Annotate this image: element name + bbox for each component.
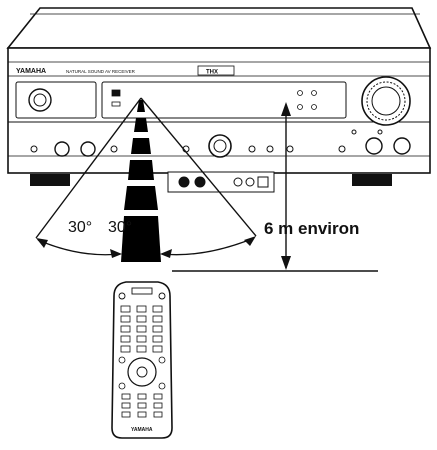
distance-label: 6 m environ [264, 219, 360, 238]
power-button [28, 88, 52, 112]
ir-beam [35, 97, 257, 262]
angle-arc-left [36, 238, 122, 258]
distance-indicator [172, 102, 378, 272]
receiver-feet [30, 174, 392, 186]
angle-label-right: 30° [108, 219, 133, 236]
front-controls [30, 129, 411, 158]
remote-control [111, 281, 173, 439]
receiver-model-text: NATURAL SOUND AV RECEIVER [66, 69, 136, 74]
angle-arc-right [160, 236, 256, 258]
volume-knob [361, 76, 411, 126]
angle-label-left: 30° [68, 219, 93, 236]
receiver-badge-box [197, 65, 235, 76]
receiver-brand: YAMAHA [16, 68, 46, 75]
display-buttons [111, 89, 317, 110]
input-jacks-panel [167, 171, 275, 193]
remote-brand: YAMAHA [131, 427, 153, 433]
receiver-badge: THX [206, 70, 218, 76]
